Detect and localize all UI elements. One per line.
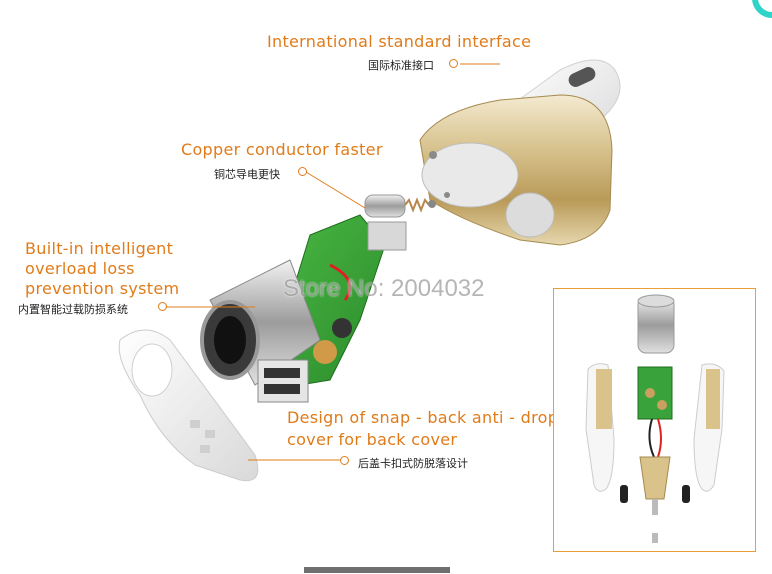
label-snap-en-2: cover for back cover [287, 430, 458, 449]
label-copper-en: Copper conductor faster [181, 140, 383, 159]
back-cover [118, 329, 259, 482]
label-snap-en-1: Design of snap - back anti - drop [287, 408, 559, 427]
copper-contact [364, 194, 436, 218]
label-overload-cn: 内置智能过载防损系统 [18, 303, 128, 316]
leader-dot-snap [340, 456, 349, 465]
label-overload-en-2: overload loss [25, 259, 135, 278]
leader-dot-copper [298, 167, 307, 176]
leader-dot-overload [158, 302, 167, 311]
label-overload-en-3: prevention system [25, 279, 180, 298]
inset-disassembly-photo [553, 288, 756, 552]
label-copper-cn: 铜芯导电更快 [214, 168, 280, 181]
store-watermark: Store No: 2004032 [283, 275, 485, 302]
label-snap-cn: 后盖卡扣式防脱落设计 [358, 457, 468, 470]
gold-housing [419, 94, 613, 246]
leader-dot-international [449, 59, 458, 68]
label-international-cn: 国际标准接口 [368, 59, 434, 72]
label-international-en: International standard interface [267, 32, 532, 51]
bottom-bar [304, 567, 450, 573]
socket-barrel [200, 259, 321, 386]
corner-decoration [752, 0, 772, 18]
label-overload-en-1: Built-in intelligent [25, 239, 174, 258]
usb-ports [257, 359, 309, 403]
inset-parts-illustration [585, 294, 725, 543]
